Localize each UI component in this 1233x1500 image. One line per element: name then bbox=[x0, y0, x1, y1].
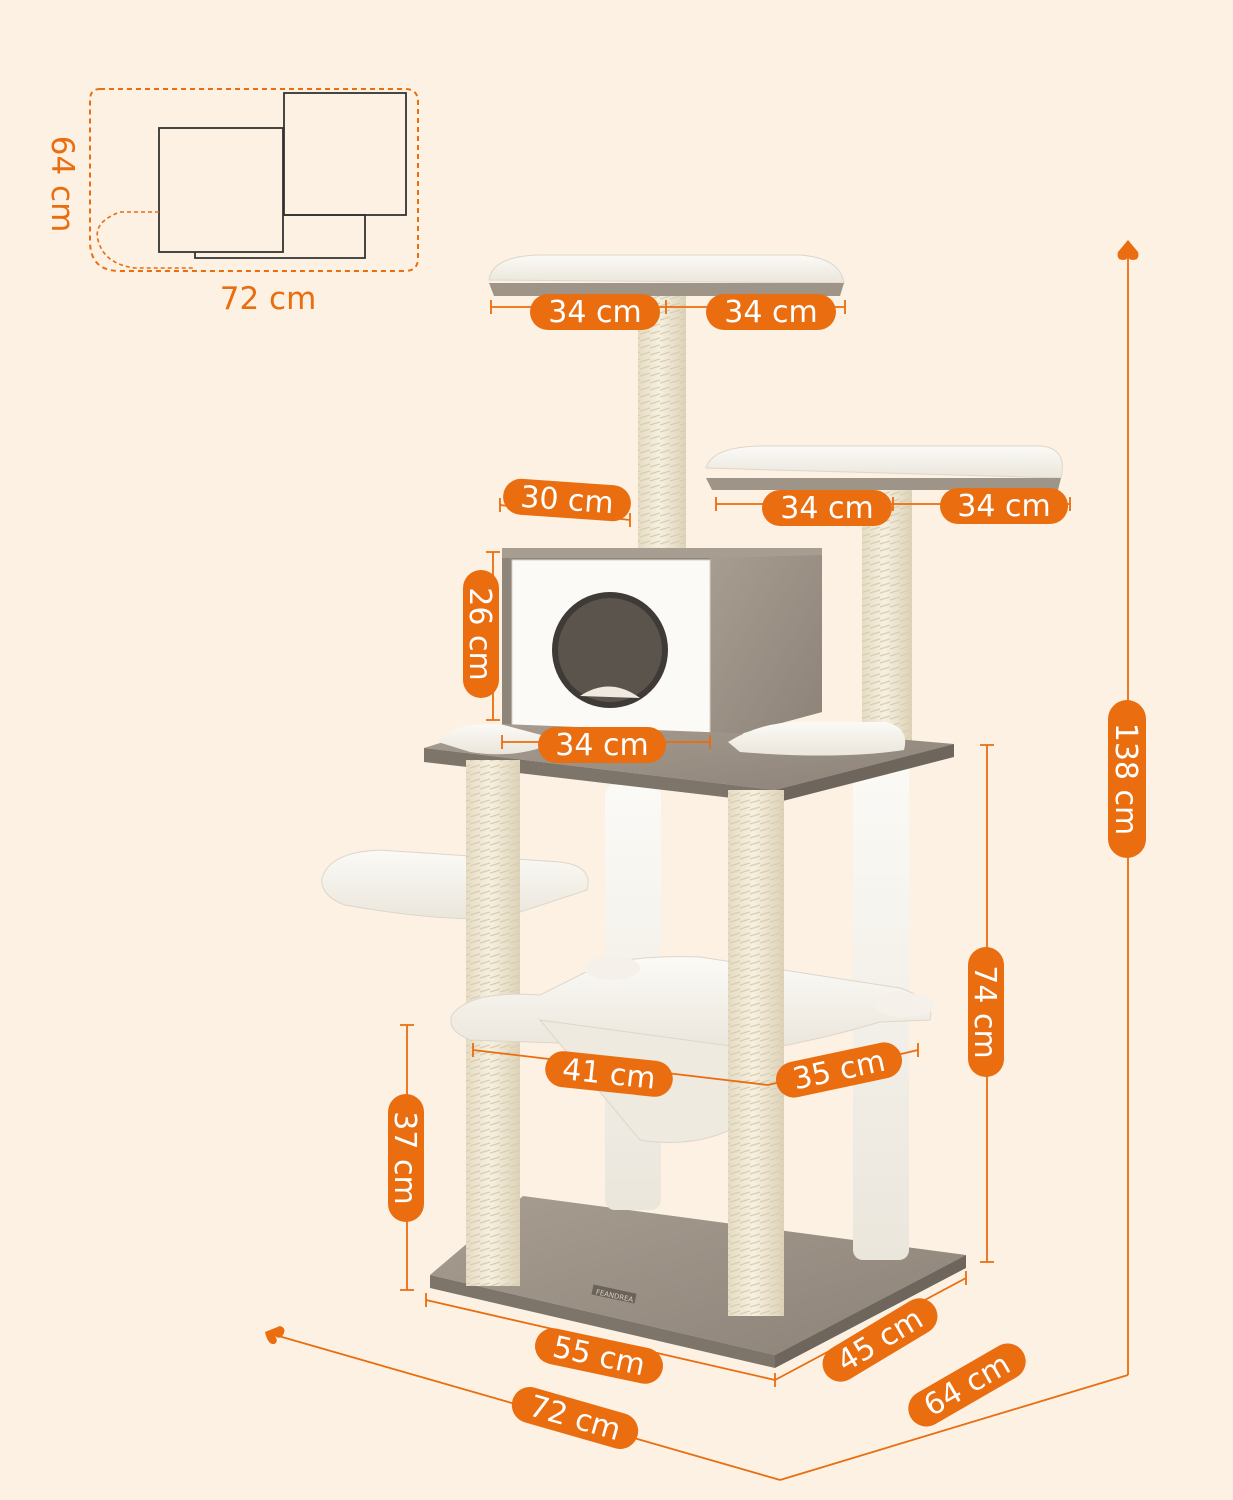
footprint-outline bbox=[89, 88, 419, 272]
top-platform bbox=[488, 254, 845, 296]
top-platform-right-text: 34 cm bbox=[724, 295, 817, 330]
width-left-heart-icon bbox=[265, 1326, 285, 1345]
right-platform-right-label: 34 cm bbox=[940, 488, 1068, 524]
condo-width-text: 34 cm bbox=[555, 728, 648, 763]
footprint-base bbox=[194, 214, 366, 259]
total-height-label: 138 cm bbox=[1108, 700, 1146, 858]
overall-width-label: 72 cm bbox=[511, 1387, 639, 1449]
condo-box bbox=[502, 548, 822, 742]
base-width-text: 55 cm bbox=[550, 1330, 649, 1384]
top-platform-left-label: 34 cm bbox=[530, 294, 660, 330]
top-platform-left-text: 34 cm bbox=[548, 295, 641, 330]
upper-right-platform bbox=[705, 445, 1063, 490]
front-right-sisal-post bbox=[728, 790, 784, 1316]
footprint-depth-label: 64 cm bbox=[44, 136, 80, 233]
overall-width-text: 72 cm bbox=[525, 1389, 624, 1448]
footprint-width-label: 72 cm bbox=[220, 281, 317, 317]
footprint-condo bbox=[158, 127, 284, 253]
top-platform-right-label: 34 cm bbox=[706, 294, 836, 330]
overall-depth-label: 64 cm bbox=[908, 1343, 1026, 1427]
condo-height-text: 26 cm bbox=[462, 587, 497, 680]
top-sisal-post bbox=[638, 290, 686, 558]
right-platform-left-label: 34 cm bbox=[762, 490, 892, 526]
lower-left-platform bbox=[321, 849, 589, 920]
condo-height-label: 26 cm bbox=[462, 570, 499, 698]
cat-tree: FEANDREA bbox=[321, 254, 1063, 1368]
total-height-text: 138 cm bbox=[1108, 723, 1143, 836]
dimension-end-markers bbox=[265, 240, 1139, 1345]
base-board: FEANDREA bbox=[430, 1196, 966, 1368]
brand-logo bbox=[591, 1284, 637, 1304]
right-platform-right-text: 34 cm bbox=[957, 489, 1050, 524]
lower-height-text: 37 cm bbox=[387, 1111, 422, 1204]
condo-depth-text: 30 cm bbox=[519, 480, 615, 521]
footprint-lower-platform bbox=[96, 211, 195, 269]
height-top-heart-icon bbox=[1117, 240, 1139, 260]
middle-height-text: 74 cm bbox=[967, 965, 1002, 1058]
footprint-diagram: 64 cm 72 cm bbox=[44, 88, 419, 317]
footprint-upper-platform bbox=[283, 92, 407, 216]
middle-height-label: 74 cm bbox=[967, 947, 1004, 1077]
condo-depth-label: 30 cm bbox=[503, 478, 631, 521]
lower-height-label: 37 cm bbox=[387, 1094, 424, 1222]
hammock-depth-label: 35 cm bbox=[776, 1042, 902, 1098]
upper-right-sisal-post bbox=[862, 490, 912, 760]
condo-width-label: 34 cm bbox=[538, 727, 666, 763]
right-platform-left-text: 34 cm bbox=[780, 491, 873, 526]
